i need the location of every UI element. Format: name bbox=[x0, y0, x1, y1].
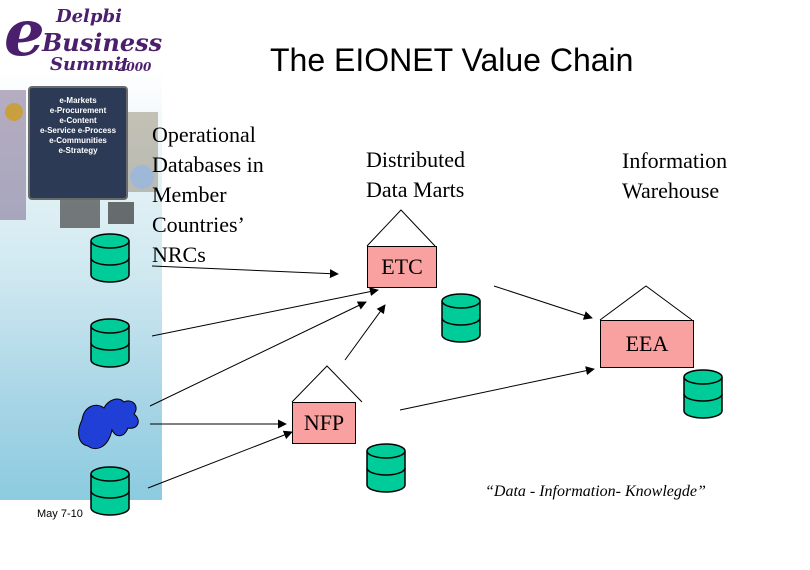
nfp-node: NFP bbox=[292, 402, 356, 444]
logo-line-2: Business bbox=[42, 28, 163, 57]
arrow bbox=[147, 430, 293, 489]
promo-item: e-Content bbox=[59, 116, 97, 125]
database-icon bbox=[90, 233, 130, 283]
promo-item: e-Strategy bbox=[58, 146, 98, 155]
arrow bbox=[151, 287, 379, 337]
database-icon bbox=[683, 369, 723, 419]
arrow bbox=[493, 285, 593, 320]
database-icon bbox=[366, 443, 406, 493]
database-icon bbox=[441, 293, 481, 343]
operational-databases-label: Operational Databases in Member Countrie… bbox=[152, 120, 264, 270]
arrow bbox=[344, 304, 386, 361]
arrow bbox=[151, 265, 339, 279]
data-source-blob-icon bbox=[78, 398, 139, 450]
label-line: Databases in bbox=[152, 152, 264, 177]
promo-item: e-Markets bbox=[59, 96, 97, 105]
label-line: Data Marts bbox=[366, 177, 465, 202]
label-line: NRCs bbox=[152, 242, 206, 267]
logo-year: 2000 bbox=[118, 60, 152, 74]
eea-roof bbox=[599, 285, 693, 321]
label-line: Countries’ bbox=[152, 212, 245, 237]
etc-roof bbox=[366, 209, 436, 247]
logo-letter: e bbox=[4, 0, 45, 71]
label-line: Distributed bbox=[366, 147, 465, 172]
sidebar-decoration: e Delpbi Business Summit 2000 e-Markets … bbox=[0, 0, 162, 500]
logo-line-1: Delpbi bbox=[56, 6, 122, 27]
distributed-data-marts-label: Distributed Data Marts bbox=[366, 145, 465, 205]
quote-text: “Data - Information- Knowlegde” bbox=[485, 483, 706, 500]
database-icon bbox=[90, 466, 130, 516]
etc-node: ETC bbox=[367, 246, 437, 288]
label-line: Information bbox=[622, 148, 728, 173]
slide-title: The EIONET Value Chain bbox=[270, 42, 634, 78]
arrow bbox=[399, 366, 595, 411]
promo-item: e-Procurement bbox=[49, 106, 107, 115]
nfp-roof bbox=[291, 365, 363, 403]
information-warehouse-label: Information Warehouse bbox=[622, 146, 727, 206]
promo-item: e-Service e-Process bbox=[39, 126, 117, 135]
promo-list: e-Markets e-Procurement e-Content e-Serv… bbox=[32, 96, 124, 156]
logo-line-3: Summit bbox=[50, 54, 130, 75]
arrow bbox=[149, 301, 367, 407]
promo-item: e-Communities bbox=[49, 136, 107, 145]
database-icon bbox=[90, 318, 130, 368]
label-line: Operational bbox=[152, 122, 256, 147]
footer-date: May 7-10 bbox=[37, 508, 83, 520]
label-line: Member bbox=[152, 182, 227, 207]
collage-background bbox=[0, 90, 158, 228]
label-line: Warehouse bbox=[622, 178, 720, 203]
promo-collage: e-Markets e-Procurement e-Content e-Serv… bbox=[0, 82, 160, 240]
promo-board bbox=[28, 86, 128, 200]
eea-node: EEA bbox=[600, 320, 694, 368]
